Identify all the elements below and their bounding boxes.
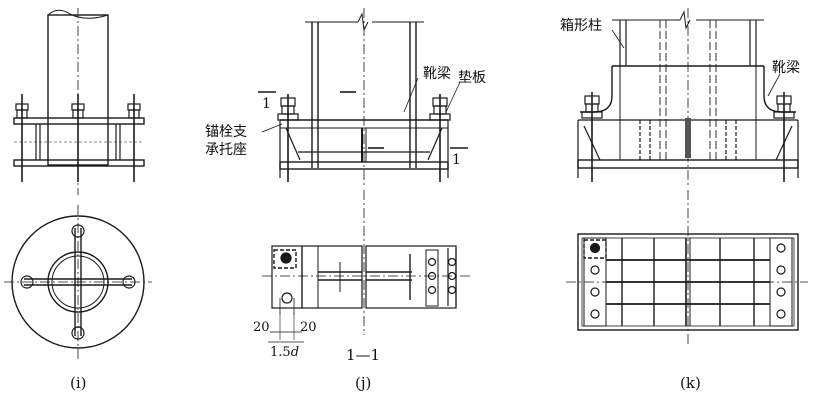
section-mark-left: 1	[262, 96, 271, 112]
anchor-bolt	[429, 94, 451, 182]
figure-k-elevation	[577, 8, 799, 185]
figure-j-elevation	[258, 8, 468, 185]
caption-j: (j)	[355, 374, 371, 392]
section-label: 1—1	[346, 346, 380, 364]
figure-i-elevation	[13, 8, 145, 195]
dim-bottom-var: d	[291, 345, 299, 360]
anchor-bolt	[581, 92, 603, 182]
figure-k-plan	[566, 190, 808, 345]
dim-right: 20	[300, 320, 317, 335]
dim-bottom: 1.5d	[270, 345, 299, 360]
bolt-hole	[71, 224, 85, 238]
dim-bottom-prefix: 1.5	[270, 345, 291, 360]
anchor-bolt	[15, 94, 29, 182]
caption-k: (k)	[680, 374, 701, 392]
label-pad-plate: 垫板	[458, 70, 486, 86]
figure-k: 箱形柱 靴梁	[560, 8, 808, 392]
bolt-hole	[71, 326, 85, 340]
figure-j-section	[262, 190, 470, 343]
figure-i-plan	[4, 205, 152, 360]
bolt-hole	[20, 275, 34, 289]
anchor-bolt	[277, 94, 299, 182]
label-anchor-support-1: 锚栓支	[205, 124, 247, 140]
bolt-hole	[122, 275, 136, 289]
anchor-bolt	[127, 94, 141, 182]
label-boot-beam-k: 靴梁	[772, 60, 800, 76]
label-boot-beam: 靴梁	[423, 66, 451, 82]
figure-i: (i)	[4, 8, 152, 392]
label-box-column: 箱形柱	[560, 18, 602, 34]
label-anchor-support-2: 承托座	[205, 142, 247, 158]
caption-i: (i)	[70, 374, 87, 392]
anchor-bolt	[71, 94, 85, 182]
figure-j: 靴梁 垫板 锚栓支 承托座 1 1	[205, 8, 486, 392]
anchor-bolt	[773, 92, 795, 182]
section-mark-right: 1	[452, 152, 461, 168]
dim-left: 20	[253, 320, 270, 335]
